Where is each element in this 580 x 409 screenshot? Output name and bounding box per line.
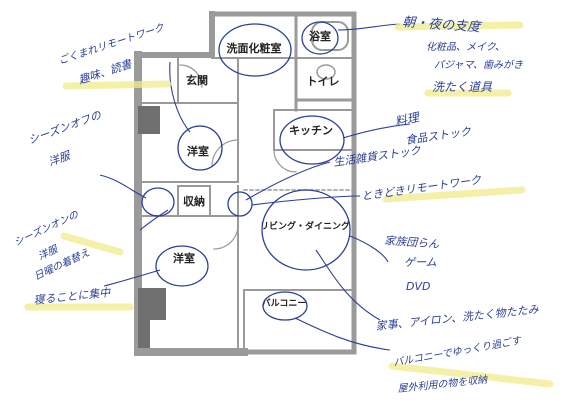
room-bath: 浴室 [309, 29, 331, 43]
note-family-3: DVD [406, 280, 430, 293]
room-balcony: バルコニー [262, 298, 307, 309]
room-toilet: トイレ [307, 75, 340, 88]
room-washroom: 洗面化粧室 [227, 41, 282, 55]
room-kitchen: キッチン [289, 124, 333, 137]
room-entrance: 玄関 [186, 73, 208, 87]
note-housework: 家事、アイロン、洗たく物たたみ [375, 303, 540, 333]
note-cosmetics: 化粧品、メイク、 [426, 41, 505, 53]
annotation-circles [141, 21, 351, 321]
note-season-on-2: 洋服 [36, 243, 61, 263]
note-season-off-1: シーズンオフの [27, 108, 104, 147]
room-labels: 洗面化粧室 浴室 玄関 トイレ キッチン 洋室 収納 リビング・ダイニング 洋室… [173, 29, 350, 309]
note-family-2: ゲーム [404, 256, 437, 269]
annotation-notes: 朝・夜の支度 化粧品、メイク、 パジャマ、歯みがき 洗たく道具 ごくまれリモート… [12, 15, 540, 395]
note-season-off-2: 洋服 [47, 148, 74, 168]
walls [134, 11, 357, 356]
connector-lines [99, 23, 411, 351]
room-western-top: 洋室 [187, 144, 209, 158]
note-cooking: 料理 [394, 110, 422, 129]
note-daily-goods: 生活雑貨ストック [333, 144, 423, 169]
note-family-1: 家族団らん [384, 234, 441, 251]
note-balcony-2: 屋外利用の物を収納 [397, 374, 489, 395]
pillars [138, 106, 166, 348]
room-storage: 収納 [183, 194, 205, 208]
note-season-on-1: シーズンオンの [12, 208, 81, 249]
note-balcony-1: バルコニーでゆっくり過ごす [392, 335, 522, 369]
note-morning-night: 朝・夜の支度 [402, 15, 483, 36]
note-pajama: パジャマ、歯みがき [434, 59, 523, 71]
note-laundry-tools: 洗たく道具 [432, 80, 493, 94]
room-living: リビング・ダイニング [260, 220, 350, 232]
note-telework-1: ごくまれリモートワーク [57, 21, 166, 67]
room-western-bottom: 洋室 [173, 251, 195, 265]
highlights [24, 21, 554, 388]
